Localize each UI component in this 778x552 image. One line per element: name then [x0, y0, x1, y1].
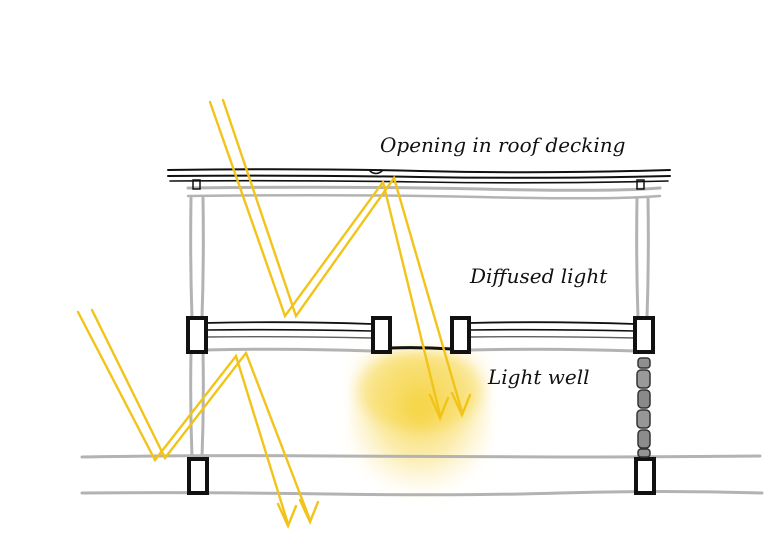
stone-column: [637, 358, 650, 457]
slab-right-line-1: [470, 322, 635, 324]
slab-line-2: [205, 330, 372, 331]
slab-line-1: [205, 322, 372, 324]
roof-opening-notch: [370, 171, 382, 174]
roof-line-top: [168, 169, 670, 172]
ground-line-upper: [82, 456, 760, 457]
roof-line-2: [168, 176, 670, 178]
column-right-outer: [637, 198, 638, 318]
beam-center-left: [373, 318, 390, 352]
column-left-inner: [202, 198, 203, 318]
column-left-lower-outer: [191, 352, 192, 458]
slab-right-line-2: [470, 330, 635, 331]
label-diffused: Diffused light: [469, 264, 608, 288]
label-roof-opening: Opening in roof decking: [380, 133, 625, 157]
slab-right-line-grey: [470, 349, 635, 351]
arrow-head-ground-1: [278, 504, 296, 526]
light-well-glow: [350, 350, 490, 507]
roof-line-grey-2: [188, 195, 660, 198]
footing-left: [189, 459, 207, 493]
slab-line-grey: [205, 349, 372, 351]
column-right-inner: [647, 198, 648, 318]
roof-line-3: [170, 181, 668, 183]
stone-3: [638, 390, 650, 408]
beam-right: [635, 318, 653, 352]
stone-4: [637, 410, 650, 428]
stone-2: [637, 370, 650, 388]
column-left-lower-inner: [202, 352, 203, 458]
arrow-head-ground-2: [300, 500, 318, 522]
beam-center-right: [452, 318, 469, 352]
stone-6: [638, 449, 650, 457]
label-light-well: Light well: [487, 365, 590, 389]
stone-5: [638, 430, 650, 448]
column-left-outer: [191, 198, 192, 318]
slab-line-3: [205, 337, 372, 338]
stone-1: [638, 358, 650, 368]
footing-right: [636, 459, 654, 493]
roof-line-grey: [188, 187, 660, 190]
beam-left: [188, 318, 206, 352]
slab-right-line-3: [470, 337, 635, 338]
